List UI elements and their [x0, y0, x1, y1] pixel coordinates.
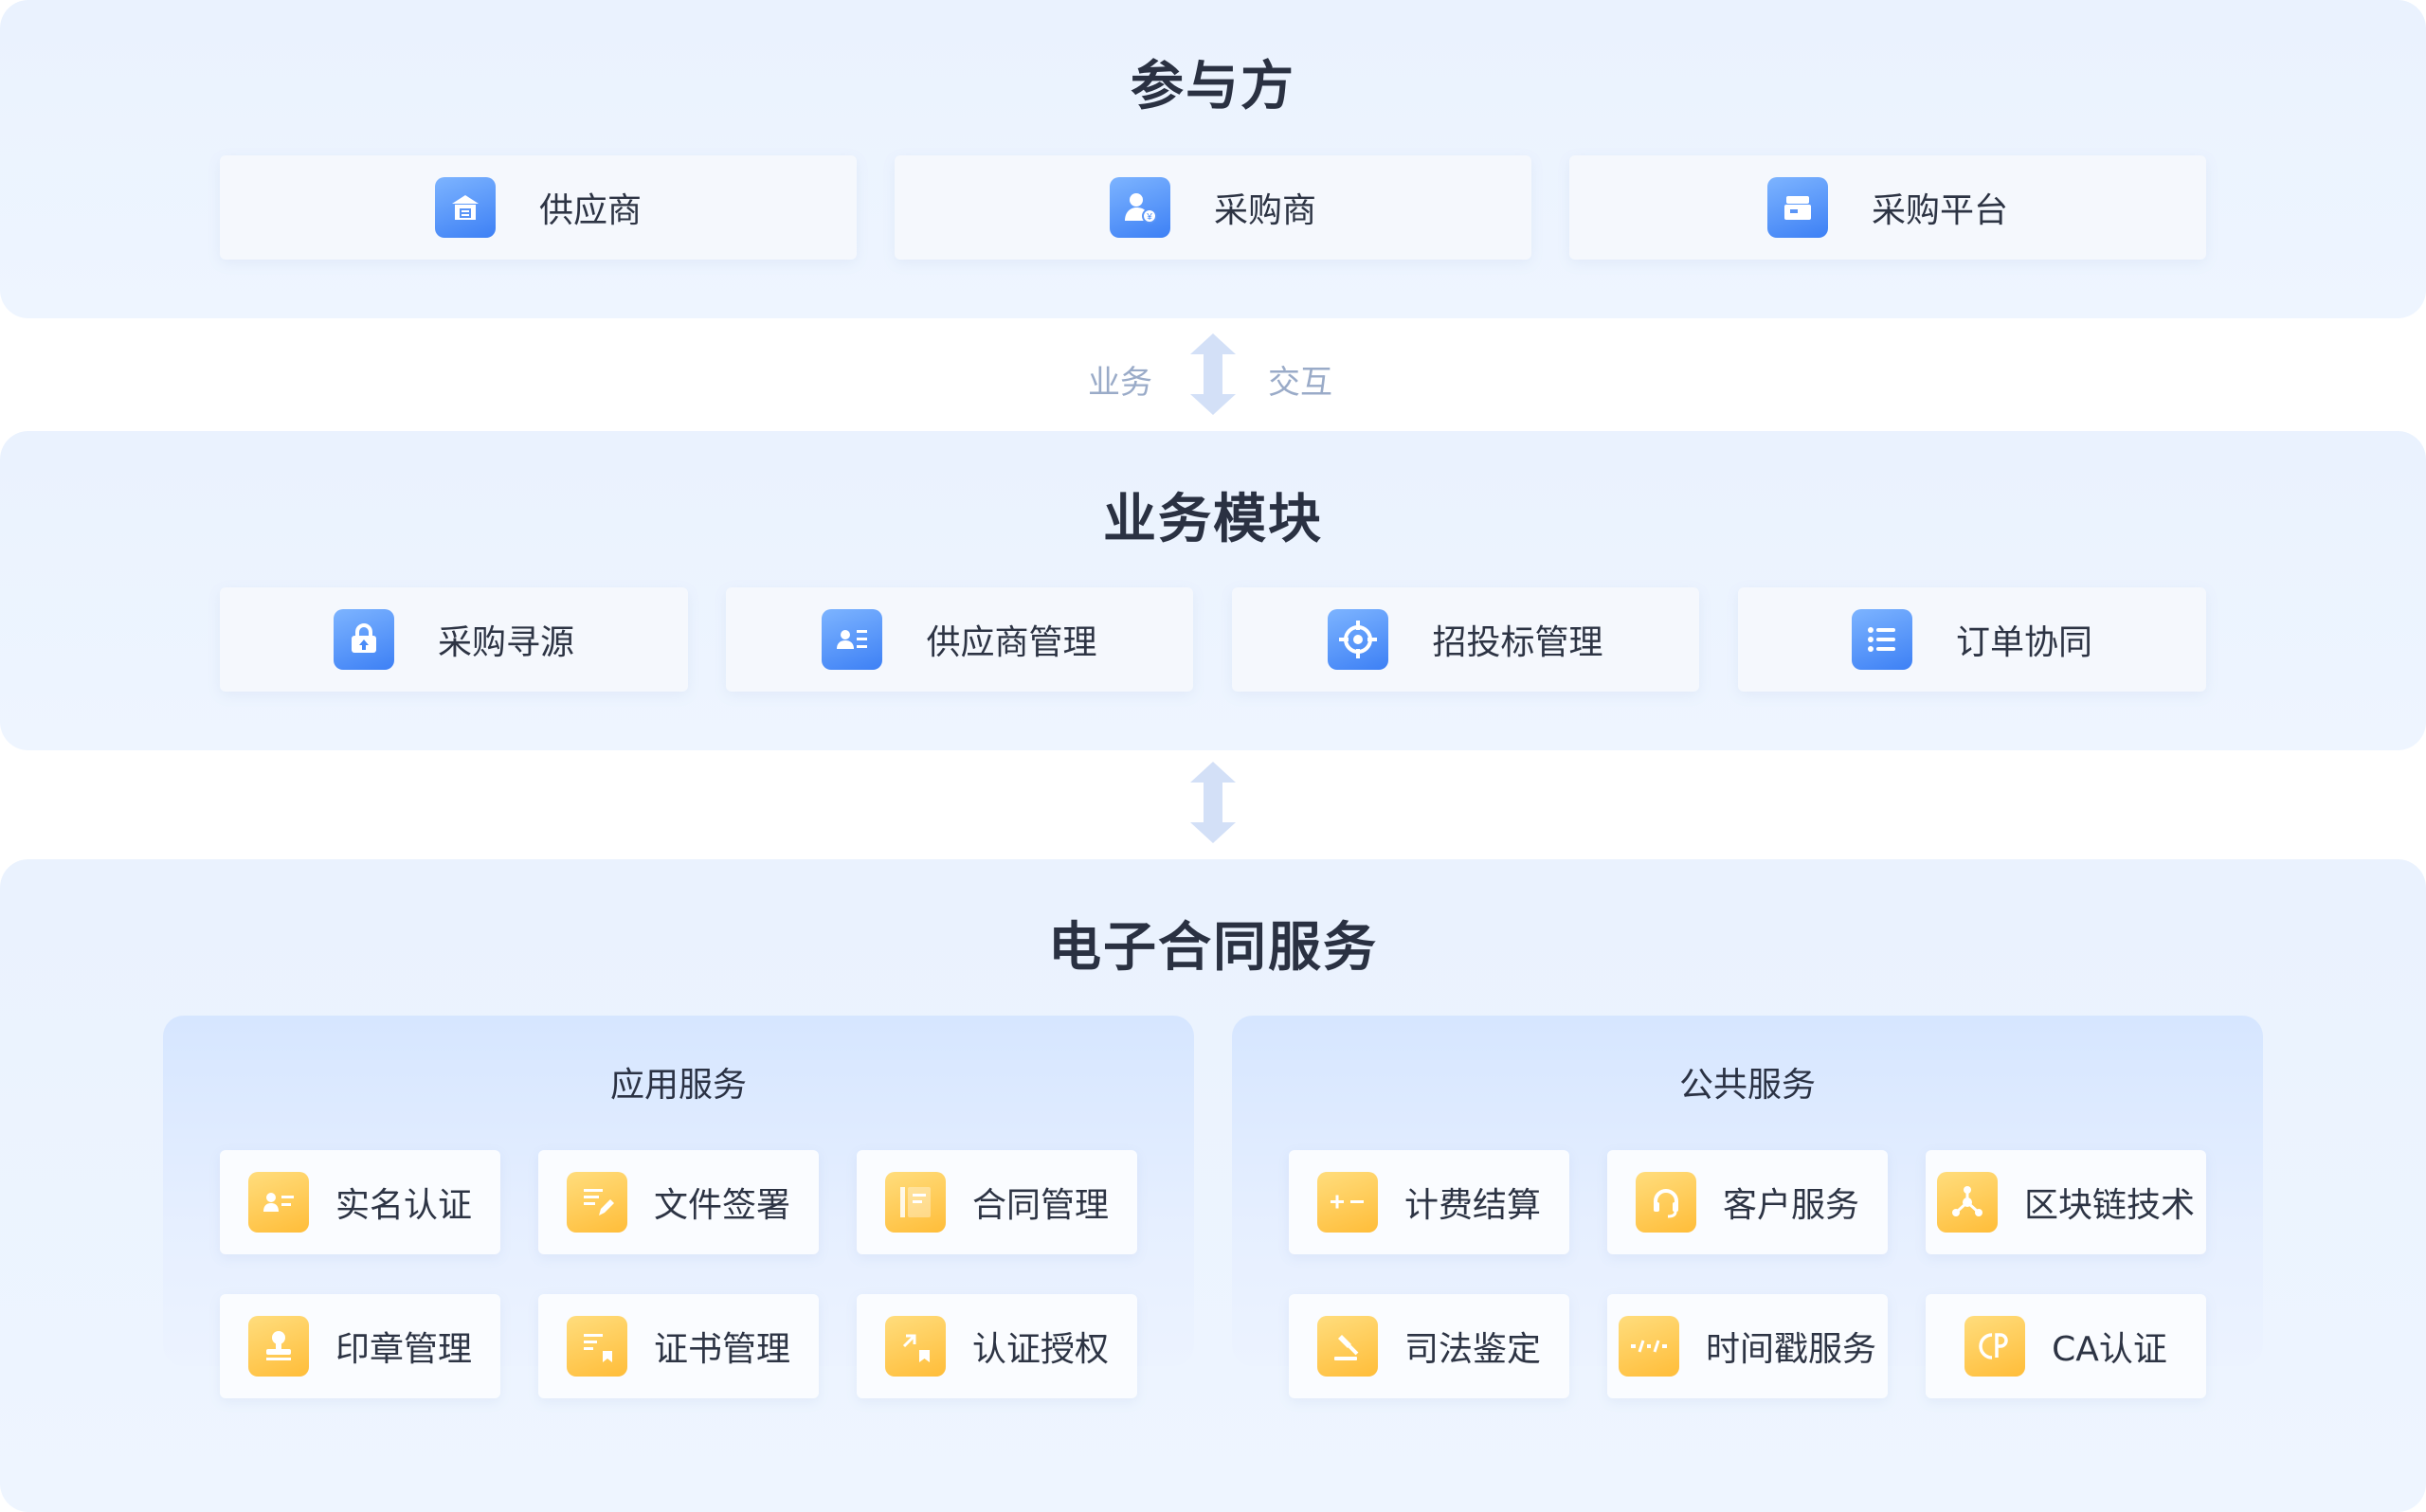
module-card-supplier-mgmt[interactable]: 供应商管理 — [726, 587, 1193, 692]
service-label: 司法鉴定 — [1403, 1330, 1541, 1369]
service-label: 证书管理 — [653, 1330, 790, 1369]
participant-card-platform[interactable]: 采购平台 — [1569, 155, 2206, 260]
participants-title: 参与方 — [1131, 56, 1295, 117]
service-label: 认证授权 — [971, 1330, 1109, 1369]
module-card-bidding[interactable]: 招投标管理 — [1232, 587, 1699, 692]
id-card-icon — [247, 1172, 309, 1233]
participant-label: 采购平台 — [1871, 191, 2008, 230]
service-label: 文件签署 — [653, 1186, 790, 1225]
plus-minus-icon — [1316, 1172, 1378, 1233]
service-card-customer[interactable]: 客户服务 — [1607, 1150, 1888, 1254]
double-arrow-icon — [1186, 760, 1240, 845]
module-card-order[interactable]: 订单协同 — [1738, 587, 2206, 692]
module-label: 供应商管理 — [926, 623, 1097, 662]
app-services-group: 应用服务 实名认证 文件签署 合同管理 印章管理 — [163, 1016, 1194, 1398]
modules-title: 业务模块 — [1103, 489, 1323, 550]
contract-book-icon — [884, 1172, 946, 1233]
econtract-title: 电子合同服务 — [1048, 917, 1378, 979]
doc-sign-icon — [566, 1172, 627, 1233]
modules-panel: 业务模块 采购寻源 供应商管理 招投标管理 订单协同 — [0, 431, 2426, 750]
contact-card-icon — [822, 609, 883, 670]
service-label: CA认证 — [2052, 1330, 2167, 1369]
app-services-title: 应用服务 — [609, 1066, 747, 1105]
double-arrow-icon — [1186, 332, 1240, 417]
participant-label: 供应商 — [538, 191, 642, 230]
list-icon — [1851, 609, 1912, 670]
service-label: 计费结算 — [1403, 1186, 1541, 1225]
service-card-ca[interactable]: CA认证 — [1926, 1294, 2206, 1398]
service-card-certificate[interactable]: 证书管理 — [538, 1294, 819, 1398]
service-label: 合同管理 — [971, 1186, 1109, 1225]
svg-text:¥: ¥ — [1146, 212, 1152, 223]
module-label: 招投标管理 — [1432, 623, 1603, 662]
service-card-timestamp[interactable]: 时间戳服务 — [1607, 1294, 1888, 1398]
service-card-contract-mgmt[interactable]: 合同管理 — [857, 1150, 1137, 1254]
module-card-sourcing[interactable]: 采购寻源 — [220, 587, 688, 692]
blockchain-icon — [1936, 1172, 1998, 1233]
public-services-title: 公共服务 — [1678, 1066, 1816, 1105]
connector-right-label: 交互 — [1268, 364, 1332, 402]
service-label: 印章管理 — [335, 1330, 472, 1369]
service-label: 实名认证 — [335, 1186, 472, 1225]
headset-icon — [1635, 1172, 1696, 1233]
certificate-icon — [566, 1316, 627, 1377]
buyer-icon: ¥ — [1109, 177, 1170, 238]
participant-label: 采购商 — [1213, 191, 1316, 230]
participant-card-supplier[interactable]: 供应商 — [220, 155, 857, 260]
service-card-realname[interactable]: 实名认证 — [220, 1150, 500, 1254]
platform-icon — [1766, 177, 1828, 238]
participants-panel: 参与方 供应商 ¥ 采购商 采购平台 — [0, 0, 2426, 318]
service-label: 区块链技术 — [2023, 1186, 2195, 1225]
service-card-seal[interactable]: 印章管理 — [220, 1294, 500, 1398]
econtract-panel: 电子合同服务 应用服务 实名认证 文件签署 合同管理 印章管理 — [0, 859, 2426, 1512]
service-card-authorize[interactable]: 认证授权 — [857, 1294, 1137, 1398]
timestamp-icon — [1618, 1316, 1679, 1377]
service-card-blockchain[interactable]: 区块链技术 — [1926, 1150, 2206, 1254]
participant-card-buyer[interactable]: ¥ 采购商 — [895, 155, 1531, 260]
module-label: 采购寻源 — [437, 623, 574, 662]
service-card-billing[interactable]: 计费结算 — [1289, 1150, 1569, 1254]
service-label: 时间戳服务 — [1705, 1330, 1876, 1369]
target-icon — [1328, 609, 1389, 670]
service-card-signing[interactable]: 文件签署 — [538, 1150, 819, 1254]
shop-icon — [434, 177, 496, 238]
connector-left-label: 业务 — [1088, 364, 1152, 402]
seal-icon — [247, 1316, 309, 1377]
ca-icon — [1964, 1316, 2026, 1377]
service-label: 客户服务 — [1722, 1186, 1859, 1225]
module-label: 订单协同 — [1955, 623, 2092, 662]
lock-upload-icon — [333, 609, 394, 670]
gavel-icon — [1316, 1316, 1378, 1377]
service-card-judicial[interactable]: 司法鉴定 — [1289, 1294, 1569, 1398]
public-services-group: 公共服务 计费结算 客户服务 区块链技术 司法鉴定 — [1232, 1016, 2263, 1398]
authorize-icon — [884, 1316, 946, 1377]
